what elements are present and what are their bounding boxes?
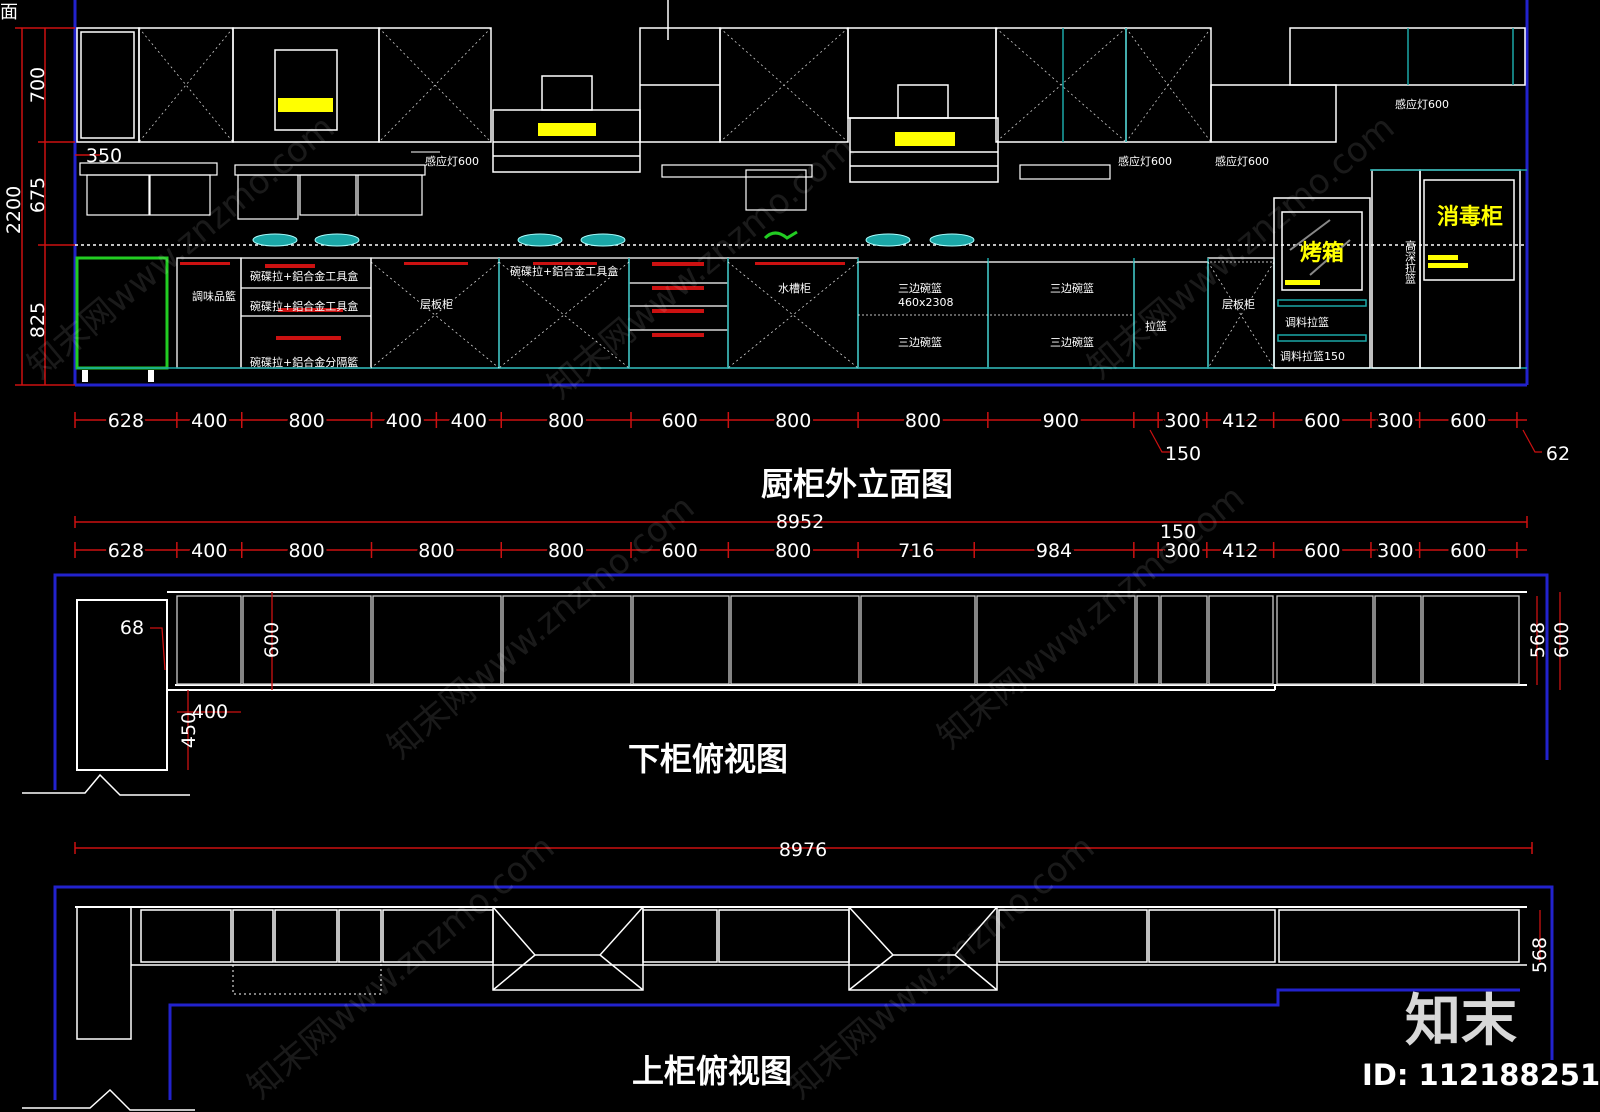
tall-basket-label-2: 高深拉篮 <box>1404 239 1417 284</box>
drawer-label-1: 碗碟拉+鋁合金工具盒 <box>250 269 358 283</box>
hood-label-1: CXW-200 <box>280 102 331 113</box>
cabinet-label-2: 水槽柜 <box>778 282 811 295</box>
elevation-width-dim-13: 600 <box>1304 410 1340 432</box>
offset-dim: 350 <box>86 145 122 167</box>
elevation-width-dim-11: 300 <box>1164 410 1200 432</box>
basket-label-2: 三边碗篮 <box>1050 281 1094 295</box>
basket-label-3: 三边碗篮 <box>898 335 942 349</box>
cabinet-label-1: 层板柜 <box>420 297 453 311</box>
lower-plan-title: 下柜俯视图 <box>628 740 788 778</box>
lower-plan-depth-b: 600 <box>1551 622 1573 658</box>
lower-plan-width-dim-5: 800 <box>548 540 584 562</box>
lower-plan-corner-w: 400 <box>192 701 228 723</box>
elevation-width-dim-4: 400 <box>386 410 422 432</box>
watermark-7: 知末网www.znzmo.com <box>780 827 1102 1106</box>
steriliser-label: 消毒柜 <box>1437 204 1503 230</box>
height-total: 2200 <box>3 186 25 234</box>
elevation-width-dim-9: 800 <box>905 410 941 432</box>
lower-plan-width-dim-12: 600 <box>1304 540 1340 562</box>
lower-plan-corner-d: 450 <box>178 712 200 748</box>
height-lower: 825 <box>27 302 49 338</box>
lower-plan-width-dim-3: 800 <box>288 540 324 562</box>
light-label-1: 感应灯600 <box>425 154 479 168</box>
elevation-width-dim-2: 400 <box>191 410 227 432</box>
bottom-rack-label: 调料拉篮150 <box>1280 349 1345 363</box>
height-middle: 675 <box>27 177 49 213</box>
light-label-3: 感应灯600 <box>1215 154 1269 168</box>
id-text: ID: 1121882519 <box>1362 1058 1600 1092</box>
watermark-3: 知末网www.znzmo.com <box>1080 107 1402 386</box>
lower-plan-width-dim-6: 600 <box>662 540 698 562</box>
upper-plan-total: 8976 <box>779 839 827 861</box>
lower-plan-width-dim-13: 300 <box>1377 540 1413 562</box>
lower-plan-width-dim-14: 600 <box>1450 540 1486 562</box>
tall-basket-label-1: 拉篮 <box>1145 319 1167 333</box>
basket-label-4: 三边碗篮 <box>1050 335 1094 349</box>
watermark-1: 知末网www.znzmo.com <box>20 107 342 386</box>
drawer-label-4: 碗碟拉+鋁合金工具盒 <box>510 264 618 278</box>
elevation-width-dim-6: 800 <box>548 410 584 432</box>
light-label-2: 感应灯600 <box>1118 154 1172 168</box>
hood-label-3: CXW-200 <box>900 136 951 147</box>
lower-plan-width-dimensions: 628 400 800 800 800 600 800 716 984 300 412 600 300 6… <box>74 537 1518 565</box>
light-label-4: 感应灯600 <box>1395 97 1449 111</box>
drawer-label-2: 碗碟拉+鋁合金工具盒 <box>250 299 358 313</box>
watermarks: 知末网www.znzmo.com 知末网www.znzmo.com 知末网www… <box>20 107 1402 1106</box>
elevation-width-dim-3: 800 <box>288 410 324 432</box>
lower-plan-extra: 150 <box>1160 521 1196 543</box>
elevation-drawing: CXW-200 CXW-200 CXW-200 感应灯600 感应灯600 感应… <box>73 0 1529 387</box>
elevation-width-dim-1: 628 <box>108 410 144 432</box>
watermark-5: 知末网www.znzmo.com <box>930 477 1252 756</box>
lower-plan-width-dim-4: 800 <box>418 540 454 562</box>
height-upper: 700 <box>27 67 49 103</box>
upper-plan-drawing: 8976 568 <box>22 839 1554 1111</box>
watermark-6: 知末网www.znzmo.com <box>240 827 562 1106</box>
oven-label: 烤箱 <box>1300 240 1344 266</box>
elevation-width-dim-7: 600 <box>662 410 698 432</box>
lower-plan-width-dim-2: 400 <box>191 540 227 562</box>
elevation-width-dim-10: 900 <box>1043 410 1079 432</box>
basket-code-label: 460x2308 <box>898 296 954 309</box>
elevation-width-dimensions: 150 62 628 400 800 400 400 800 600 800 800 900 300… <box>74 407 1570 465</box>
lower-plan-inner-depth: 600 <box>261 622 283 658</box>
cabinet-label-3: 层板柜 <box>1222 297 1255 311</box>
watermark-4: 知末网www.znzmo.com <box>380 487 702 766</box>
lower-plan-width-dim-9: 984 <box>1036 540 1072 562</box>
lower-plan-width-dim-1: 628 <box>108 540 144 562</box>
elevation-width-dim-14: 300 <box>1377 410 1413 432</box>
elevation-title: 厨柜外立面图 <box>761 465 953 503</box>
lower-plan-drawing: 8952 150 <box>22 511 1573 796</box>
oven-rack-label: 调料拉篮 <box>1285 315 1329 329</box>
basket-label-1: 三边碗篮 <box>898 281 942 295</box>
elevation-width-dim-15: 600 <box>1450 410 1486 432</box>
elevation-extra-dim-a: 150 <box>1165 443 1201 465</box>
lower-plan-depth-a: 568 <box>1527 622 1549 658</box>
elevation-width-dim-8: 800 <box>775 410 811 432</box>
lower-plan-total: 8952 <box>776 511 824 533</box>
drawer-label-3: 碗碟拉+鋁合金分隔籃 <box>250 355 358 369</box>
elevation-width-dim-5: 400 <box>451 410 487 432</box>
elevation-height-dimensions: 2200 700 675 825 350 面 <box>0 2 122 386</box>
lower-plan-width-dim-11: 412 <box>1222 540 1258 562</box>
lower-plan-width-dim-10: 300 <box>1164 540 1200 562</box>
brand-logo: 知末 <box>1405 989 1517 1054</box>
hood-label-2: CXW-200 <box>542 126 593 137</box>
elevation-width-dim-12: 412 <box>1222 410 1258 432</box>
lower-plan-side-gap: 68 <box>120 617 144 639</box>
elevation-extra-dim-b: 62 <box>1546 443 1570 465</box>
lower-plan-width-dim-8: 716 <box>898 540 934 562</box>
upper-plan-depth: 568 <box>1529 937 1551 973</box>
corner-label: 面 <box>0 2 18 23</box>
lower-plan-width-dim-7: 800 <box>775 540 811 562</box>
spice-label: 調味品籃 <box>192 289 236 303</box>
upper-plan-title: 上柜俯视图 <box>632 1052 792 1090</box>
